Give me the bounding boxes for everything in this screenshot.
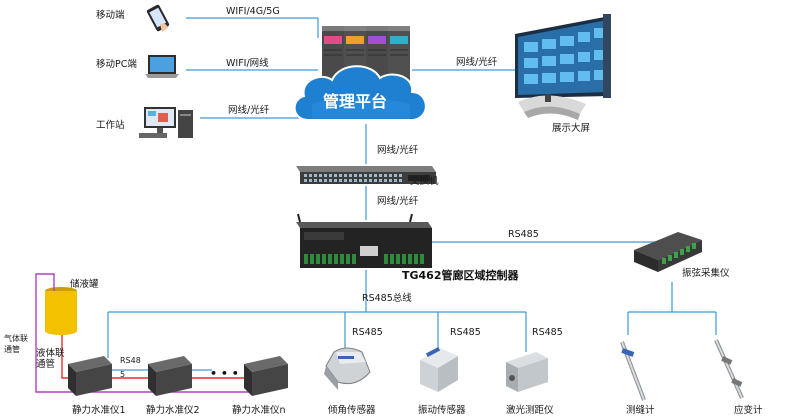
workstation-label: 工作站 (96, 119, 125, 131)
mobile-label: 移动端 (96, 9, 125, 21)
level-chain-label-2: 5 (120, 370, 125, 379)
sensor-label-tilt: 倾角传感器 (328, 404, 376, 416)
display-link-label: 网线/光纤 (456, 56, 498, 68)
mobile-phone-icon (146, 4, 170, 32)
mobile-pc-label: 移动PC端 (96, 58, 137, 70)
controller-device-icon (296, 213, 432, 268)
controller-collector-label: RS485 (508, 229, 539, 240)
liquid-pipe-label-1: 液体联 (36, 347, 65, 359)
rs485-b-label: RS485 (450, 327, 481, 338)
sensor-label-level2: 静力水准仪2 (146, 404, 200, 416)
mobile-link-label: WIFI/4G/5G (226, 6, 280, 17)
network-switch-icon (296, 166, 436, 184)
rs485-c-label: RS485 (532, 327, 563, 338)
tank-label: 储液罐 (70, 278, 99, 290)
workstation-link-label: 网线/光纤 (228, 104, 270, 116)
sensor-label-leveln: 静力水准仪n (232, 404, 286, 416)
sensor-label-level1: 静力水准仪1 (72, 404, 126, 416)
liquid-tank-icon (45, 287, 77, 335)
sensor-label-laser: 激光测距仪 (506, 404, 554, 416)
static-level-icon (244, 356, 288, 396)
cloud-icon (293, 65, 427, 121)
collector-label: 振弦采集仪 (682, 267, 730, 279)
gas-pipe-label-2: 通管 (4, 344, 20, 354)
liquid-pipe-label-2: 通管 (36, 358, 55, 370)
sensor-label-vibration: 振动传感器 (418, 404, 466, 416)
vibration-sensor-icon (420, 346, 458, 392)
display-wall-label: 展示大屏 (552, 122, 590, 134)
level-chain-label-1: RS48 (120, 356, 141, 365)
sensor-label-crack: 测缝计 (626, 404, 655, 416)
display-wall-icon (515, 14, 611, 120)
crack-meter-icon (620, 341, 646, 401)
bus-label: RS485总线 (362, 292, 412, 304)
laptop-link-label: WIFI/网线 (226, 57, 269, 69)
level-chain-dots: • • • (210, 367, 239, 380)
controller-label: TG462管廊区域控制器 (402, 268, 519, 282)
platform-title: 管理平台 (323, 92, 387, 111)
laser-rangefinder-icon (506, 352, 548, 392)
gas-pipe-label-1: 气体联 (4, 333, 28, 343)
switch-label: 交换机 (410, 175, 439, 187)
tilt-sensor-icon (324, 347, 371, 390)
sensor-label-strain: 应变计 (734, 404, 763, 416)
gas-pipe-line (35, 273, 260, 393)
laptop-icon (145, 55, 179, 78)
switch-controller-label: 网线/光纤 (377, 195, 419, 207)
strain-gauge-icon (714, 339, 744, 399)
rs485-a-label: RS485 (352, 327, 383, 338)
liquid-pipe-line (61, 335, 260, 379)
static-level-icon (68, 356, 112, 396)
workstation-icon (139, 107, 193, 138)
vibration-collector-icon (634, 232, 702, 272)
static-level-icon (148, 356, 192, 396)
platform-switch-label: 网线/光纤 (377, 144, 419, 156)
